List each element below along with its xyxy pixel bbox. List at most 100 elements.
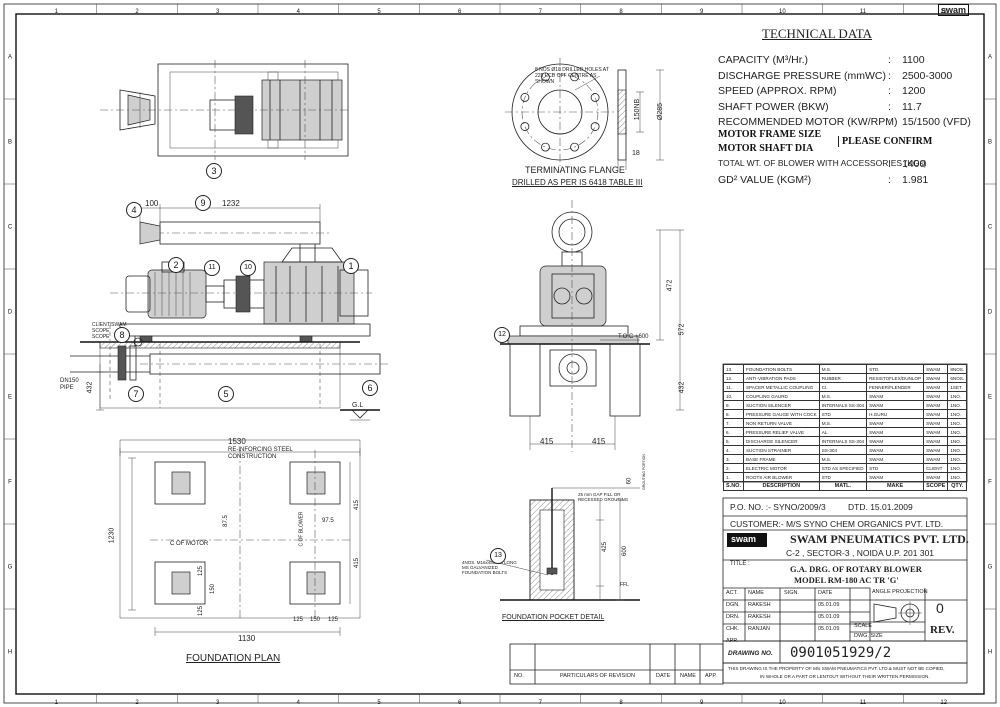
approval-act: DGN. (726, 602, 740, 608)
bom-cell: SWAM (923, 391, 949, 401)
approval-name: RAKESH (748, 602, 771, 608)
zone-col-mark: 5 (377, 9, 381, 15)
bom-cell: SWAM (866, 418, 925, 428)
fp-dim-975: 97.5 (322, 518, 334, 524)
zone-col-mark: 8 (619, 9, 623, 15)
pocket-dim-600: 600 (622, 545, 629, 557)
zone-col-mark: 2 (135, 9, 139, 15)
side-dim-472: 472 (666, 279, 674, 292)
drawing-number: 0901051929/2 (790, 645, 892, 661)
bom-cell: SWAM (923, 418, 949, 428)
bom-cell: RUBBER (818, 373, 868, 383)
bom-cell: SWAM (866, 454, 925, 464)
terminating-flange-view (505, 58, 664, 170)
fp-rebar-note: RE-INFORCING STEEL CONSTRUCTION (228, 447, 293, 460)
bom-cell: SWAM (923, 436, 949, 446)
bom-cell: SWAM (866, 391, 925, 401)
zone-col-mark: 12 (940, 9, 947, 15)
fp-dim-125-d: 125 (328, 617, 339, 623)
zone-col-mark: 11 (860, 9, 867, 15)
fp-dim-1530: 1530 (228, 437, 246, 446)
bom-cell: SWAM (923, 445, 949, 455)
bom-cell: M.S. (818, 418, 868, 428)
title-line-2: MODEL RM-180 AC TR 'G' (794, 575, 899, 585)
customer: CUSTOMER:- M/S SYNO CHEM ORGANICS PVT. L… (730, 519, 944, 529)
company-logo: swam (731, 534, 757, 544)
fp-dim-125-c: 125 (293, 617, 304, 623)
tech-row-label: SHAFT POWER (BKW) (718, 100, 829, 113)
bom-cell: DISCHARGE SILENCER (742, 436, 820, 446)
ground-level-label: G.L (352, 402, 364, 409)
tech-row-value: 1200 (902, 85, 926, 97)
bom-cell: 1NO. (947, 445, 968, 455)
balloon-9: 9 (195, 195, 211, 211)
dim-1232: 1232 (222, 199, 240, 208)
bolt-hole (570, 72, 579, 82)
bom-cell: STD. (866, 364, 925, 374)
approval-header: NAME (748, 590, 764, 596)
bom-cell: SS-304 (818, 445, 868, 455)
zone-col-mark: 3 (216, 9, 220, 15)
bom-cell: 1NO. (947, 454, 968, 464)
flange-dim-nb: 150NB (634, 98, 642, 121)
title-line-1: G.A. DRG. OF ROTARY BLOWER (790, 564, 922, 574)
title-block-frame (509, 497, 968, 685)
revision-label: REV. (930, 624, 955, 636)
bom-cell: 1NO. (947, 472, 968, 482)
balloon-8: 8 (114, 327, 130, 343)
zone-col-mark: 12 (940, 700, 947, 706)
bom-cell: 1NO. (947, 436, 968, 446)
bom-cell: PRESSURE RELIEF VALVE (742, 427, 820, 437)
tech-row-colon: : (888, 100, 891, 113)
bom-cell: 2. (723, 463, 744, 473)
dwg-size-label: DWG. SIZE (854, 633, 883, 639)
zone-col-mark: 9 (700, 9, 704, 15)
bom-cell: BASE FRAME (742, 454, 820, 464)
tech-row-value: 11.7 (902, 100, 922, 113)
scale-label: SCALE (854, 623, 873, 629)
tech-row-label: GD² VALUE (KGM²) (718, 174, 812, 186)
bom-header-cell: DESCRIPTION (742, 481, 820, 491)
revision-header: DATE (656, 673, 671, 679)
angle-projection-label: ANGLE PROJECTION (872, 589, 928, 595)
fp-dim-1230: 1230 (108, 527, 116, 544)
zone-col-mark: 7 (539, 9, 543, 15)
zone-row-mark: B (8, 140, 12, 146)
bom-cell: 1NO. (947, 400, 968, 410)
bolt-hole (541, 72, 550, 82)
tech-row-colon: : (888, 174, 891, 186)
bom-header-cell: S.NO. (723, 481, 744, 491)
zone-col-mark: 7 (539, 700, 543, 706)
bom-cell: SWAM (923, 472, 949, 482)
approval-header: SIGN. (784, 590, 799, 596)
approval-date: 05.01.09 (818, 602, 840, 608)
balloon-12: 12 (494, 327, 510, 343)
bolt-hole (520, 122, 530, 131)
zone-row-mark: C (988, 225, 993, 231)
bom-cell: SWAM (923, 427, 949, 437)
tech-row-value: 1100 (902, 54, 925, 66)
pocket-dim-425: 425 (602, 541, 609, 553)
balloon-10: 10 (240, 260, 256, 276)
zone-row-mark: H (988, 650, 992, 656)
company-address: C-2 , SECTOR-3 , NOIDA U.P. 201 301 (786, 548, 935, 558)
zone-row-mark: A (988, 55, 992, 61)
bom-cell: 10. (723, 391, 744, 401)
zone-row-mark: G (988, 565, 993, 571)
balloon-5: 5 (218, 386, 234, 402)
zone-row-mark: C (8, 225, 13, 231)
tech-row-label: CAPACITY (M³/Hr.) (718, 54, 809, 66)
revision-header: PARTICULARS OF REVISION (560, 673, 635, 679)
bom-cell: PRESSURE GAUGE WITH COCK (742, 409, 820, 419)
bom-cell: RESISTOFLEX/DUNLOP (866, 373, 925, 383)
zone-col-mark: 9 (700, 700, 704, 706)
pocket-ffl: FFL (620, 582, 629, 588)
balloon-7: 7 (128, 386, 144, 402)
please-confirm-label: PLEASE CONFIRM (838, 136, 932, 147)
bom-cell: SWAM (923, 454, 949, 464)
approval-header: DATE (818, 590, 833, 596)
